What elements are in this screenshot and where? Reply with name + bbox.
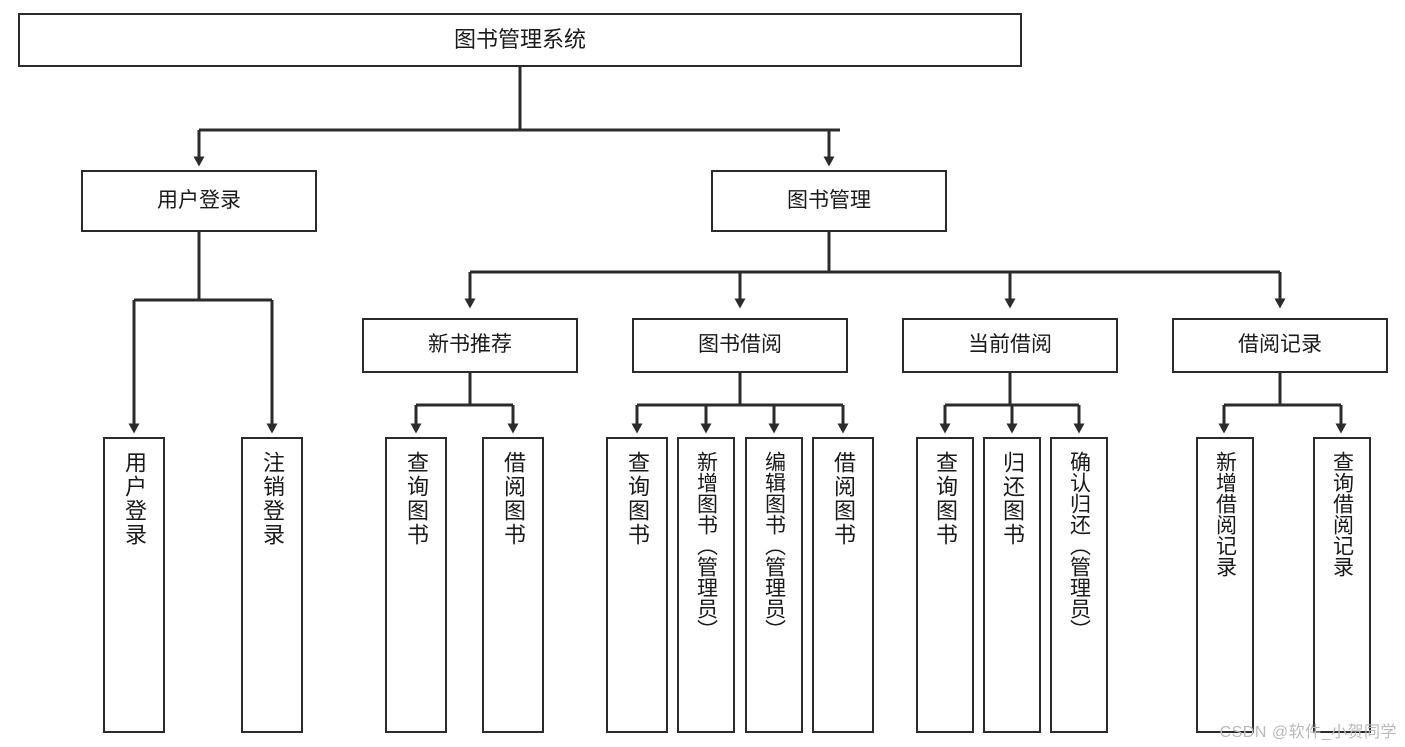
node-leaf-book-borrow-edit[interactable]: 编辑图书（管理员） bbox=[745, 437, 803, 733]
node-leaf-current-borrow-return[interactable]: 归还图书 bbox=[983, 437, 1041, 733]
node-leaf-current-borrow-query[interactable]: 查询图书 bbox=[916, 437, 974, 733]
node-current-borrow[interactable]: 当前借阅 bbox=[902, 318, 1118, 373]
node-leaf-new-book-query[interactable]: 查询图书 bbox=[385, 437, 447, 733]
node-leaf-book-borrow-query[interactable]: 查询图书 bbox=[606, 437, 668, 733]
node-leaf-new-book-borrow[interactable]: 借阅图书 bbox=[482, 437, 544, 733]
node-leaf-current-borrow-query-label: 查询图书 bbox=[933, 451, 958, 547]
node-root-system-label: 图书管理系统 bbox=[453, 27, 586, 53]
node-user-login-label: 用户登录 bbox=[157, 188, 241, 212]
node-leaf-current-borrow-confirm[interactable]: 确认归还（管理员） bbox=[1050, 437, 1108, 733]
node-leaf-new-book-borrow-label: 借阅图书 bbox=[501, 451, 526, 547]
node-borrow-record-label: 借阅记录 bbox=[1238, 333, 1322, 357]
node-book-management[interactable]: 图书管理 bbox=[711, 170, 947, 232]
node-leaf-book-borrow-query-label: 查询图书 bbox=[625, 451, 650, 547]
node-leaf-borrow-record-query-label: 查询借阅记录 bbox=[1330, 451, 1354, 577]
node-leaf-borrow-record-query[interactable]: 查询借阅记录 bbox=[1313, 437, 1371, 733]
node-leaf-book-borrow-edit-label: 编辑图书（管理员） bbox=[762, 451, 786, 640]
node-new-book-recommend-label: 新书推荐 bbox=[428, 333, 512, 357]
node-leaf-book-borrow-borrow-label: 借阅图书 bbox=[831, 451, 856, 547]
node-leaf-user-login-logout[interactable]: 注销登录 bbox=[241, 437, 303, 733]
node-leaf-current-borrow-return-label: 归还图书 bbox=[1000, 451, 1025, 547]
node-current-borrow-label: 当前借阅 bbox=[968, 333, 1052, 357]
node-leaf-book-borrow-borrow[interactable]: 借阅图书 bbox=[812, 437, 874, 733]
node-leaf-borrow-record-add-label: 新增借阅记录 bbox=[1213, 451, 1237, 577]
node-leaf-book-borrow-add[interactable]: 新增图书（管理员） bbox=[677, 437, 735, 733]
node-book-borrow[interactable]: 图书借阅 bbox=[632, 318, 848, 373]
watermark-text: CSDN @软件_小贺同学 bbox=[1219, 724, 1397, 741]
node-borrow-record[interactable]: 借阅记录 bbox=[1172, 318, 1388, 373]
node-book-management-label: 图书管理 bbox=[787, 188, 871, 212]
node-leaf-borrow-record-add[interactable]: 新增借阅记录 bbox=[1196, 437, 1254, 733]
node-new-book-recommend[interactable]: 新书推荐 bbox=[362, 318, 578, 373]
node-leaf-user-login-login[interactable]: 用户登录 bbox=[103, 437, 165, 733]
node-leaf-user-login-login-label: 用户登录 bbox=[122, 451, 147, 547]
node-leaf-current-borrow-confirm-label: 确认归还（管理员） bbox=[1067, 451, 1091, 640]
node-leaf-book-borrow-add-label: 新增图书（管理员） bbox=[694, 451, 718, 640]
node-book-borrow-label: 图书借阅 bbox=[698, 333, 782, 357]
node-user-login[interactable]: 用户登录 bbox=[81, 170, 317, 232]
node-root-system[interactable]: 图书管理系统 bbox=[18, 13, 1022, 67]
node-leaf-new-book-query-label: 查询图书 bbox=[404, 451, 429, 547]
node-leaf-user-login-logout-label: 注销登录 bbox=[260, 451, 285, 547]
